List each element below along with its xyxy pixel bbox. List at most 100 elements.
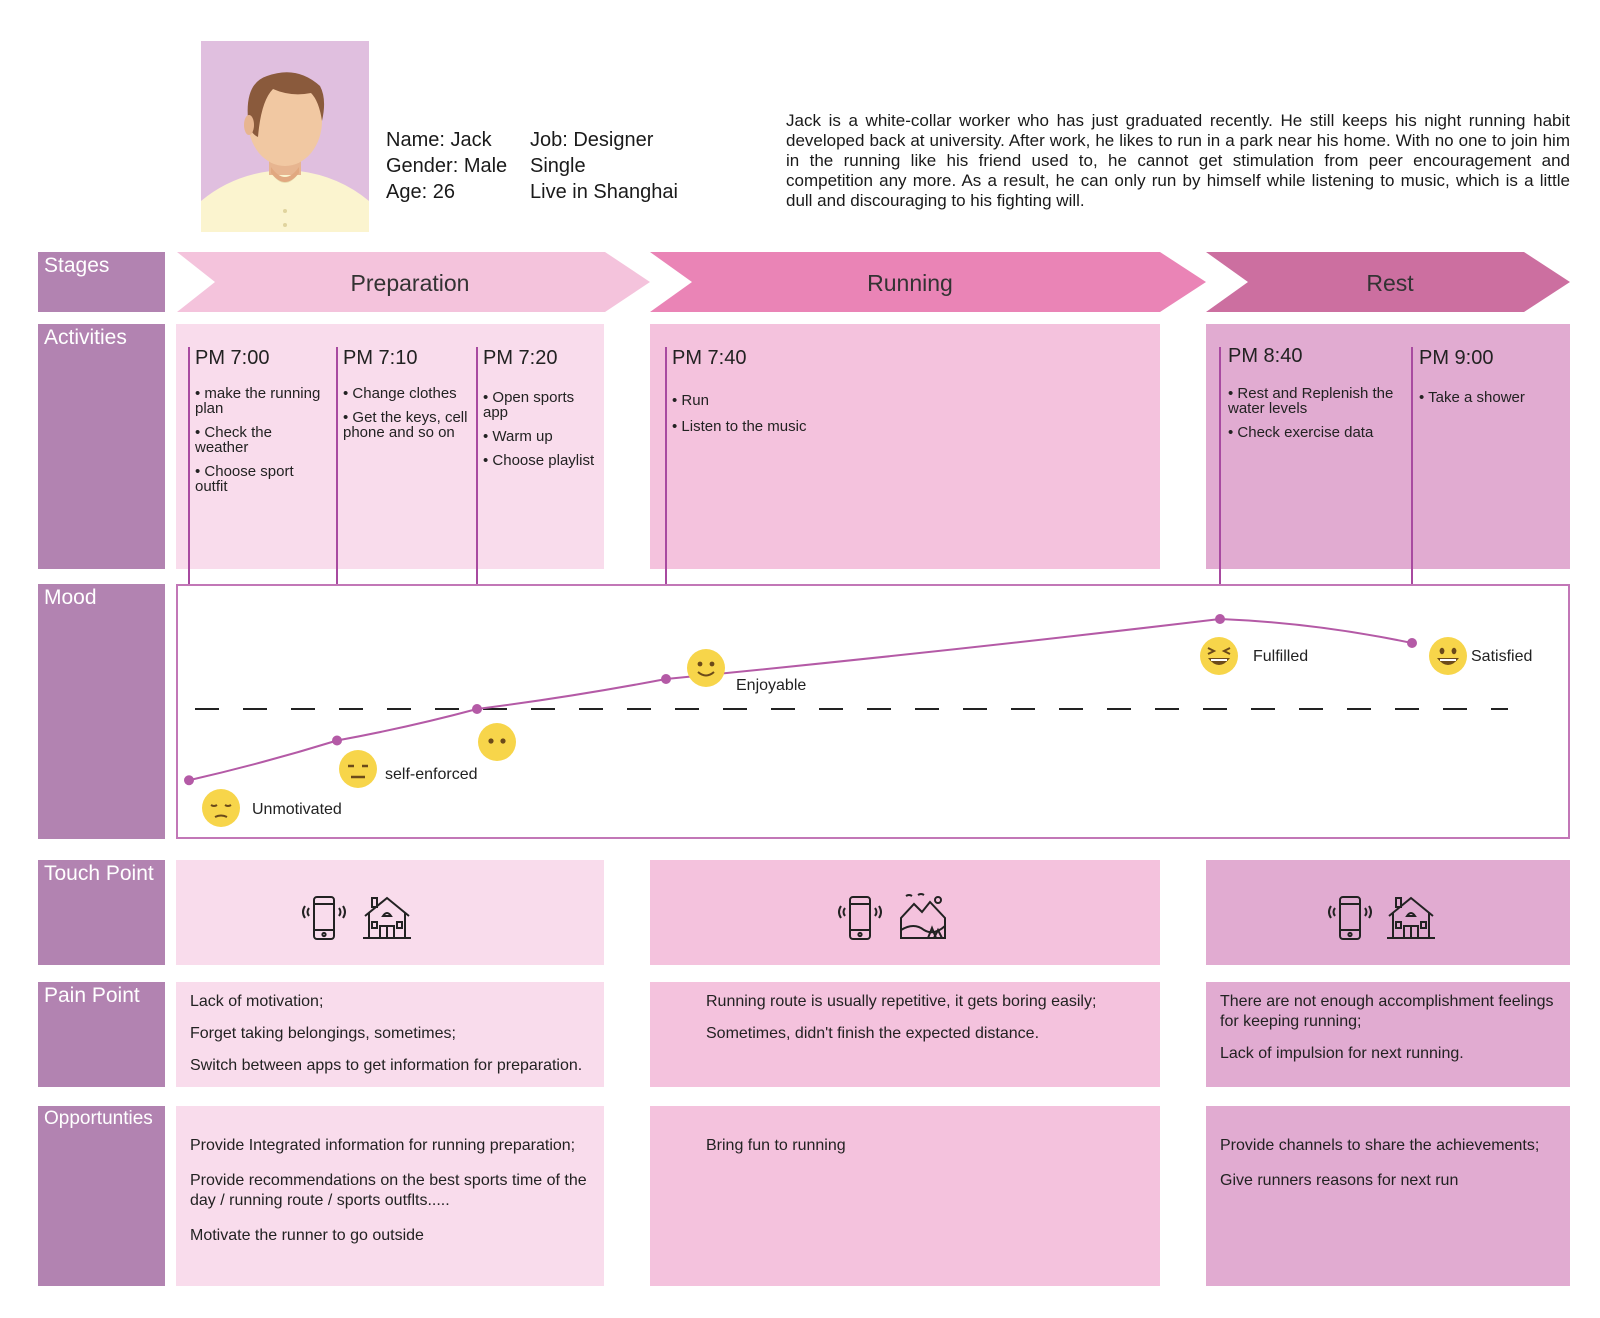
neutral-emoji-icon bbox=[477, 722, 517, 767]
activity-time: PM 9:00 bbox=[1419, 347, 1494, 369]
timeline-line-5 bbox=[1219, 347, 1221, 616]
opportunities-running: Bring fun to running bbox=[650, 1106, 1160, 1286]
opportunity-item: Provide channels to share the achievemen… bbox=[1220, 1137, 1540, 1154]
timeline-line-3 bbox=[476, 347, 478, 712]
activity-item: • Check the weather bbox=[195, 424, 272, 456]
persona-basic-info: Name: Jack Gender: Male Age: 26 bbox=[386, 127, 507, 205]
pain-point-item: Lack of motivation; bbox=[190, 993, 324, 1010]
mood-label-enjoyable: Enjoyable bbox=[736, 677, 807, 694]
activity-slot: PM 9:00 • Take a shower bbox=[1419, 347, 1567, 414]
activities-rest-panel bbox=[1206, 324, 1570, 569]
pain-point-item: Switch between apps to get information f… bbox=[190, 1057, 583, 1074]
activity-item: • Run bbox=[672, 392, 709, 409]
activity-item: • Choose sport outfit bbox=[195, 463, 294, 495]
activity-item: • Get the keys, cell phone and so on bbox=[343, 409, 468, 441]
enjoyable-emoji-icon bbox=[686, 648, 726, 693]
persona-name: Name: Jack bbox=[386, 129, 492, 151]
activity-slot: PM 7:00 • make the running plan • Check … bbox=[195, 347, 325, 503]
pain-point-item: There are not enough accomplishment feel… bbox=[1220, 993, 1554, 1030]
pain-point-item: Forget taking belongings, sometimes; bbox=[190, 1025, 456, 1042]
timeline-line-1 bbox=[188, 347, 190, 783]
mood-label-satisfied: Satisfied bbox=[1471, 648, 1533, 665]
persona-bio: Jack is a white-collar worker who has ju… bbox=[786, 111, 1570, 210]
stage-arrow-rest bbox=[1206, 252, 1570, 312]
house-icon bbox=[1386, 892, 1436, 947]
satisfied-emoji-icon bbox=[1428, 636, 1468, 681]
mood-label-fulfilled: Fulfilled bbox=[1253, 648, 1309, 665]
stage-arrows bbox=[177, 252, 1570, 312]
row-header-mood: Mood bbox=[38, 584, 165, 839]
persona-avatar bbox=[201, 41, 369, 232]
house-icon bbox=[362, 892, 412, 947]
activity-slot: PM 7:10 • Change clothes • Get the keys,… bbox=[343, 347, 471, 449]
opportunities-rest: Provide channels to share the achievemen… bbox=[1206, 1106, 1570, 1286]
touch-point-running bbox=[650, 860, 1160, 965]
person-illustration bbox=[201, 72, 369, 232]
opportunity-item: Provide Integrated information for runni… bbox=[190, 1137, 576, 1154]
stage-arrow-preparation bbox=[177, 252, 650, 312]
opportunity-item: Motivate the runner to go outside bbox=[190, 1227, 424, 1244]
timeline-line-6 bbox=[1411, 347, 1413, 642]
timeline-line-4 bbox=[665, 347, 667, 680]
mood-label-unmotivated: Unmotivated bbox=[252, 801, 342, 818]
activity-item: • Choose playlist bbox=[483, 452, 595, 469]
activity-slot: PM 8:40 • Rest and Replenish the water l… bbox=[1228, 345, 1400, 449]
pain-point-item: Sometimes, didn't finish the expected di… bbox=[706, 1025, 1040, 1042]
stage-label-rest: Rest bbox=[1366, 270, 1414, 296]
smartphone-icon bbox=[300, 894, 348, 947]
opportunity-item: Bring fun to running bbox=[706, 1137, 846, 1154]
row-header-pain-point: Pain Point bbox=[38, 982, 165, 1087]
persona-age: Age: 26 bbox=[386, 181, 455, 203]
landscape-icon bbox=[898, 892, 948, 947]
activity-time: PM 7:20 bbox=[483, 347, 558, 369]
stage-label-preparation: Preparation bbox=[350, 270, 470, 296]
timeline-line-2 bbox=[336, 347, 338, 743]
activities-running-panel bbox=[650, 324, 1160, 569]
self-enforced-emoji-icon bbox=[338, 749, 378, 794]
mood-point bbox=[661, 674, 671, 684]
pain-point-preparation: Lack of motivation; Forget taking belong… bbox=[176, 982, 604, 1087]
opportunity-item: Provide recommendations on the best spor… bbox=[190, 1172, 587, 1209]
activity-time: PM 7:10 bbox=[343, 347, 418, 369]
touch-point-preparation bbox=[176, 860, 604, 965]
activity-time: PM 8:40 bbox=[1228, 345, 1303, 367]
activity-time: PM 7:40 bbox=[672, 347, 747, 369]
mood-point bbox=[332, 735, 342, 746]
mood-label-self-enforced: self-enforced bbox=[385, 766, 478, 783]
mood-chart bbox=[184, 614, 1508, 786]
mood-point bbox=[184, 775, 194, 786]
activity-slot: PM 7:40 • Run • Listen to the music bbox=[672, 347, 972, 444]
smartphone-icon bbox=[1326, 894, 1374, 947]
row-header-activities: Activities bbox=[38, 324, 165, 569]
activity-item: • Check exercise data bbox=[1228, 424, 1374, 441]
persona-gender: Gender: Male bbox=[386, 155, 508, 177]
pain-point-rest: There are not enough accomplishment feel… bbox=[1206, 982, 1570, 1087]
activity-item: • Open sports app bbox=[483, 389, 575, 421]
activity-item: • make the running plan bbox=[195, 385, 321, 417]
activity-slot: PM 7:20 • Open sports app • Warm up • Ch… bbox=[483, 347, 598, 477]
row-header-opportunities: Opportunties bbox=[38, 1106, 165, 1286]
persona-location: Live in Shanghai bbox=[530, 181, 678, 203]
row-header-stages: Stages bbox=[38, 252, 165, 312]
pain-point-running: Running route is usually repetitive, it … bbox=[650, 982, 1160, 1087]
mood-point bbox=[472, 704, 482, 714]
fulfilled-emoji-icon bbox=[1199, 636, 1239, 681]
pain-point-item: Lack of impulsion for next running. bbox=[1220, 1045, 1464, 1062]
smartphone-icon bbox=[836, 894, 884, 947]
persona-job: Job: Designer bbox=[530, 129, 654, 151]
persona-extra-info: Job: Designer Single Live in Shanghai bbox=[530, 127, 678, 205]
activity-item: • Warm up bbox=[483, 428, 553, 445]
opportunity-item: Give runners reasons for next run bbox=[1220, 1172, 1459, 1189]
row-header-touch-point: Touch Point bbox=[38, 860, 165, 965]
mood-point bbox=[1215, 614, 1225, 624]
stage-arrow-running bbox=[650, 252, 1206, 312]
activities-preparation-panel bbox=[176, 324, 604, 569]
stage-label-running: Running bbox=[867, 270, 953, 296]
mood-panel bbox=[176, 584, 1570, 839]
opportunities-preparation: Provide Integrated information for runni… bbox=[176, 1106, 604, 1286]
touch-point-rest bbox=[1206, 860, 1570, 965]
activity-time: PM 7:00 bbox=[195, 347, 270, 369]
pain-point-item: Running route is usually repetitive, it … bbox=[706, 993, 1097, 1010]
persona-status: Single bbox=[530, 155, 586, 177]
activity-item: • Rest and Replenish the water levels bbox=[1228, 385, 1394, 417]
